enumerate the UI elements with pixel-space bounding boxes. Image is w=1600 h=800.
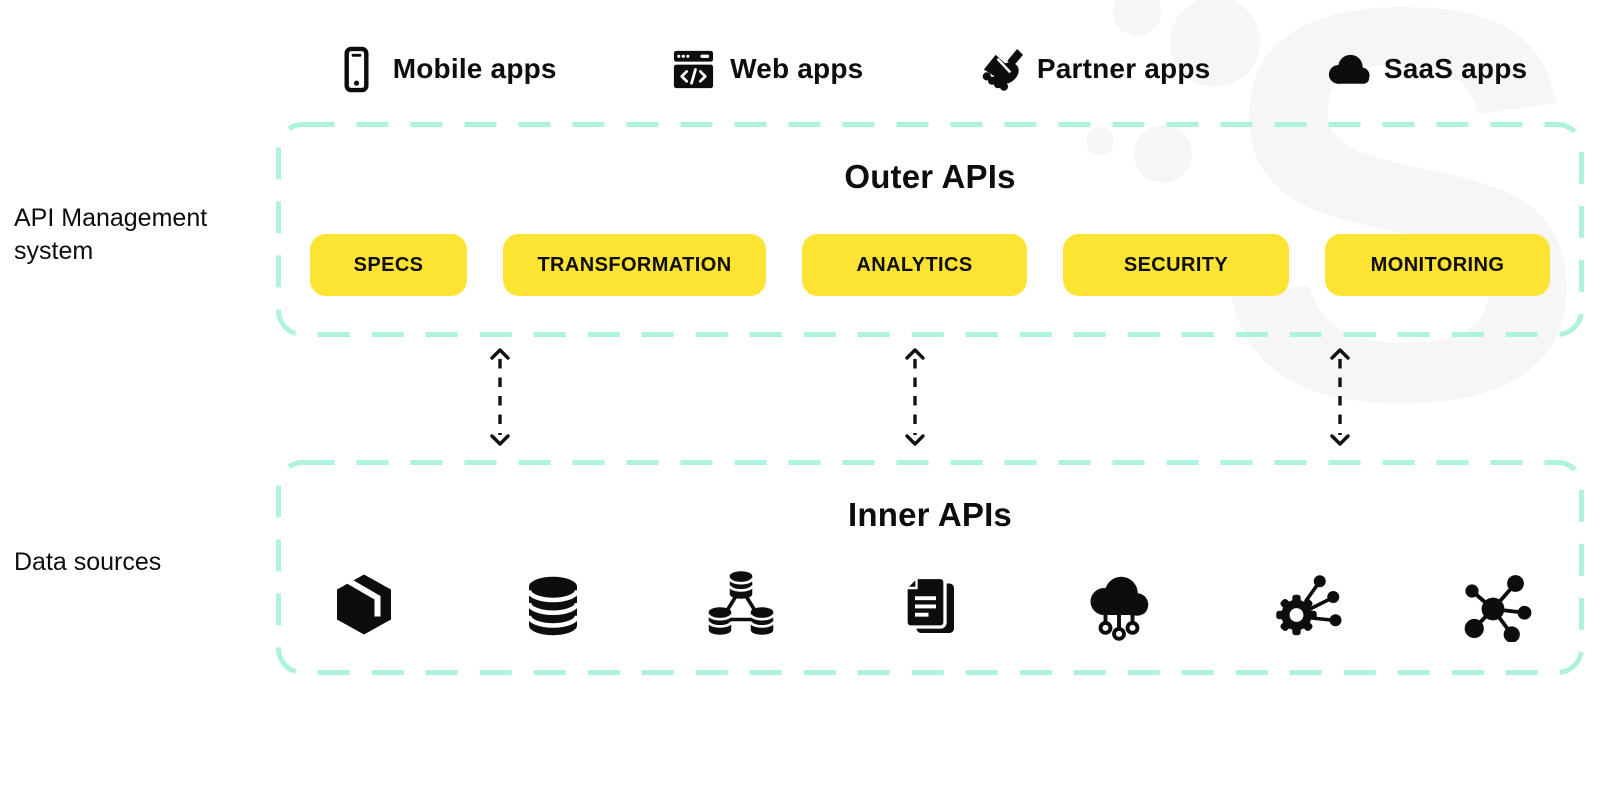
handshake-icon: [982, 48, 1023, 91]
outer-apis-box: Outer APIs SPECS TRANSFORMATION ANALYTIC…: [276, 122, 1584, 337]
consumer-partner-apps: Partner apps: [977, 46, 1211, 93]
consumer-label: SaaS apps: [1383, 53, 1528, 84]
api-management-system-label: API Management system: [14, 204, 208, 265]
web-icon: [674, 50, 714, 88]
outer-apis-title: Outer APIs: [844, 158, 1016, 195]
network-hub-icon: [1464, 575, 1532, 642]
watermark-dot: [1113, 0, 1161, 36]
analytics-pill: ANALYTICS: [802, 234, 1027, 296]
consumer-saas-apps: SaaS apps: [1324, 46, 1527, 93]
database-icon: [526, 576, 579, 636]
consumer-label: Partner apps: [1036, 53, 1211, 84]
inner-apis-title: Inner APIs: [848, 496, 1012, 533]
double-arrow-connector: [1330, 348, 1350, 446]
mobile-icon: [344, 46, 369, 92]
transformation-pill: TRANSFORMATION: [503, 234, 766, 296]
gear-network-icon: [1276, 575, 1342, 636]
package-icon: [337, 574, 391, 635]
outer-apis-capabilities: SPECS TRANSFORMATION ANALYTICS SECURITY …: [310, 234, 1550, 296]
database-cluster-icon: [707, 570, 775, 637]
double-arrow-connector: [905, 348, 925, 446]
double-arrow-connector: [490, 348, 510, 446]
cloud-icon: [1328, 54, 1370, 84]
dashed-border: [276, 122, 1584, 337]
specs-pill: SPECS: [310, 234, 467, 296]
consumer-mobile-apps: Mobile apps: [333, 46, 557, 93]
data-sources-label: Data sources: [14, 548, 162, 576]
consumer-label: Mobile apps: [392, 53, 557, 84]
cloud-connect-icon: [1090, 576, 1148, 641]
monitoring-pill: MONITORING: [1325, 234, 1550, 296]
dashed-border: [276, 460, 1584, 675]
consumer-web-apps: Web apps: [670, 46, 863, 93]
api-consumers-row: Mobile apps Web apps Partne: [276, 36, 1584, 102]
documents-icon: [903, 574, 954, 633]
inner-apis-box: Inner APIs: [276, 460, 1584, 675]
security-pill: SECURITY: [1063, 234, 1289, 296]
data-source-icons-row: [328, 556, 1532, 656]
consumer-label: Web apps: [730, 53, 864, 84]
